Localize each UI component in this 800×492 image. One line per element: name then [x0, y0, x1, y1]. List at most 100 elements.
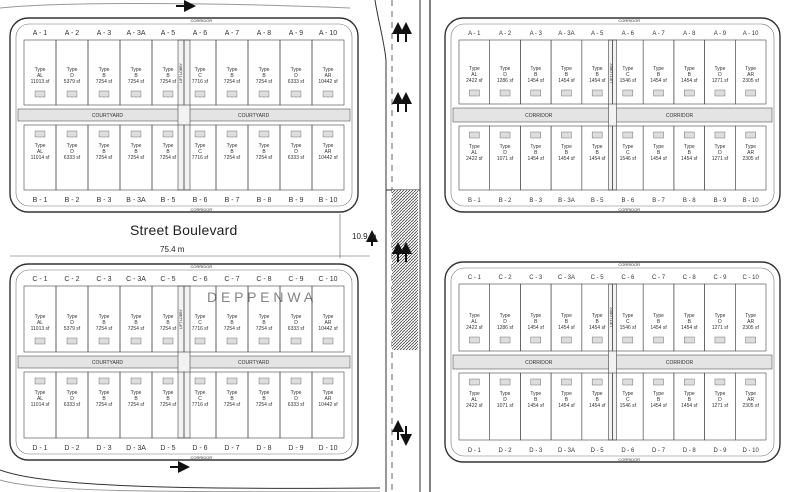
unit-number: B - 8 [683, 198, 696, 204]
unit-area: 2422 sf [466, 78, 483, 84]
unit-number: B - 1 [33, 197, 48, 204]
stair-symbol [226, 90, 238, 98]
unit-area: 10442 sf [318, 155, 338, 161]
unit-type-code: B [134, 320, 138, 326]
unit-type-code: C [626, 397, 630, 403]
stair-symbol [622, 336, 634, 344]
unit-number: C - 3A [126, 276, 146, 283]
unit-number: D - 6 [621, 448, 635, 454]
unit-area: 1454 sf [528, 325, 545, 331]
unit-number: B - 1 [468, 198, 481, 204]
unit-type-word: Type [259, 390, 270, 396]
unit-area: 1271 sf [712, 156, 729, 162]
band-label: CORRIDOR [525, 360, 553, 366]
unit-number: D - 1 [468, 448, 482, 454]
unit-type-code: B [230, 320, 234, 326]
stair-symbol [653, 336, 664, 344]
unit-number: A - 3 [97, 30, 112, 37]
unit-area: 7254 sf [128, 326, 145, 332]
stair-symbol [561, 336, 572, 344]
unit-number: A - 6 [622, 31, 635, 37]
unit-number: B - 6 [193, 197, 208, 204]
unit-type-word: Type [163, 143, 174, 149]
unit-type-code: AR [747, 72, 754, 78]
unit-type-code: AL [37, 149, 43, 155]
unit-number: C - 6 [621, 275, 635, 281]
perimeter-corridor-label: CORRIDOR [618, 262, 640, 267]
unit-area: 10442 sf [318, 79, 338, 85]
unit-type-code: AL [471, 397, 477, 403]
stair-symbol [130, 130, 142, 138]
stair-symbol [258, 90, 270, 98]
unit-type-word: Type [684, 144, 695, 150]
stair-symbol [162, 377, 174, 385]
unit-type-word: Type [530, 391, 541, 397]
unit-type-code: B [102, 73, 106, 79]
unit-type-word: Type [715, 66, 726, 72]
unit-type-code: D [718, 319, 722, 325]
stair-symbol [530, 378, 541, 386]
unit-area: 6333 sf [288, 79, 305, 85]
stair-symbol [130, 90, 142, 98]
unit-type-code: AL [37, 396, 43, 402]
unit-type-code: D [294, 149, 298, 155]
unit-area: 1454 sf [681, 78, 698, 84]
unit-number: C - 1 [32, 276, 47, 283]
perimeter-corridor-label: CORRIDOR [191, 207, 213, 212]
stair-symbol [653, 378, 664, 386]
unit-outline [311, 124, 345, 191]
stair-symbol [322, 337, 334, 345]
unit-type-code: B [688, 72, 692, 78]
stair-symbol [194, 377, 206, 385]
unit-type-word: Type [592, 313, 603, 319]
unit-number: D - 7 [652, 448, 666, 454]
stair-symbol [684, 131, 695, 139]
stair-symbol [745, 336, 756, 344]
unit-area: 1286 sf [497, 325, 514, 331]
perimeter-corridor-label: CORRIDOR [618, 18, 640, 23]
unit-type-word: Type [163, 67, 174, 73]
stair-symbol [34, 130, 46, 138]
unit-area: 7254 sf [224, 155, 241, 161]
unit-number: D - 2 [64, 445, 79, 452]
unit-type-word: Type [67, 314, 78, 320]
stair-symbol [714, 89, 726, 97]
unit-type-word: Type [163, 314, 174, 320]
unit-type-word: Type [500, 144, 511, 150]
unit-number: C - 3A [558, 275, 575, 281]
band-label: CORRIDOR [666, 113, 694, 119]
unit-type-code: B [595, 397, 599, 403]
unit-number: C - 7 [224, 276, 239, 283]
unit-type-code: AL [37, 73, 43, 79]
unit-type-word: Type [715, 313, 726, 319]
stair-symbol [745, 378, 756, 386]
stair-symbol [98, 377, 110, 385]
unit-outline [734, 125, 767, 191]
unit-type-code: B [565, 72, 569, 78]
unit-outline [311, 285, 345, 353]
unit-type-code: AL [37, 320, 43, 326]
unit-area: 10442 sf [318, 326, 338, 332]
unit-type-code: B [262, 149, 266, 155]
lift-lobby-label: LIFT LOBBY [610, 62, 614, 82]
unit-number: B - 9 [289, 197, 304, 204]
unit-type-word: Type [35, 314, 46, 320]
unit-number: A - 1 [468, 31, 481, 37]
unit-type-word: Type [530, 313, 541, 319]
unit-type-word: Type [469, 313, 480, 319]
stair-symbol [469, 378, 480, 386]
unit-number: A - 7 [652, 31, 665, 37]
unit-number: B - 6 [622, 198, 635, 204]
unit-number: A - 9 [714, 31, 727, 37]
unit-type-code: D [70, 73, 74, 79]
block-inner-outline [450, 267, 775, 457]
unit-area: 7254 sf [256, 79, 273, 85]
unit-area: 1271 sf [712, 403, 729, 409]
unit-number: B - 5 [591, 198, 604, 204]
unit-number: D - 10 [742, 448, 759, 454]
